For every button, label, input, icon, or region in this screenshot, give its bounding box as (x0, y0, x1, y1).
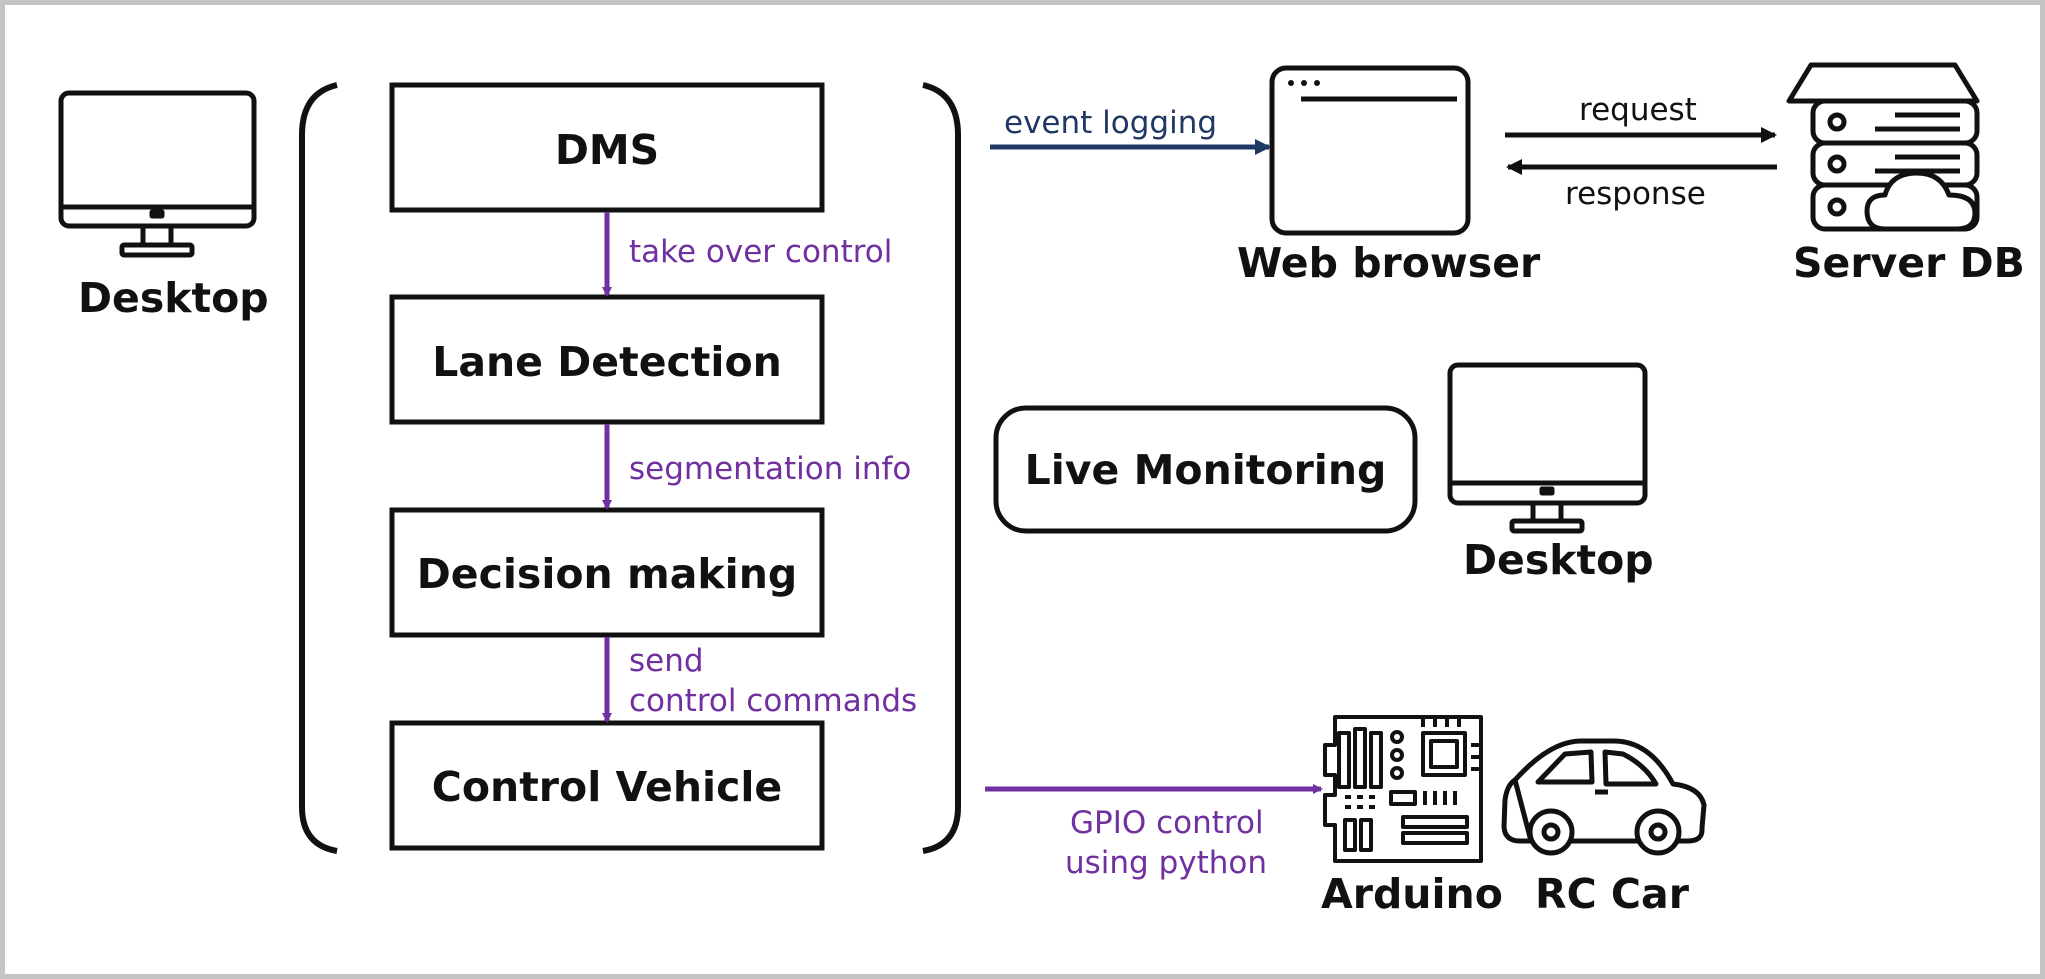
decision-making-box (389, 507, 825, 638)
arduino-label: Arduino (1321, 870, 1503, 918)
take-over-control-label: take over control (629, 234, 893, 270)
group-bracket-right (922, 82, 961, 854)
desktop-icon (1447, 362, 1648, 534)
control-commands-label: control commands (629, 683, 918, 719)
desktop-icon (58, 90, 257, 258)
segmentation-info-label: segmentation info (629, 451, 912, 487)
event-logging-label: event logging (1004, 105, 1218, 141)
send-label: send (629, 643, 704, 679)
browser-window-icon (1269, 65, 1471, 236)
diagram-graphics (58, 62, 1980, 863)
rc-car-label: RC Car (1535, 870, 1689, 918)
desktop-right-label: Desktop (1463, 536, 1654, 584)
lane-detection-label: Lane Detection (432, 338, 782, 386)
circuit-board-icon (1323, 715, 1483, 863)
request-label: request (1579, 92, 1697, 128)
live-monitoring-label: Live Monitoring (1024, 446, 1387, 494)
dms-box (389, 82, 825, 213)
server-db-label: Server DB (1793, 239, 2025, 287)
gpio-control-label: GPIO control (1070, 805, 1264, 841)
response-label: response (1565, 176, 1706, 212)
server-cloud-icon (1786, 62, 1980, 232)
decision-making-label: Decision making (416, 550, 798, 598)
using-python-label: using python (1065, 845, 1268, 881)
control-vehicle-box (389, 720, 825, 851)
web-browser-label: Web browser (1237, 239, 1541, 287)
lane-detection-box (389, 294, 825, 425)
live-monitoring-box (993, 405, 1418, 534)
desktop-left-label: Desktop (78, 274, 269, 322)
car-icon (1501, 738, 1707, 856)
dms-label: DMS (554, 126, 660, 174)
group-bracket-left (299, 82, 338, 854)
control-vehicle-label: Control Vehicle (431, 763, 783, 811)
